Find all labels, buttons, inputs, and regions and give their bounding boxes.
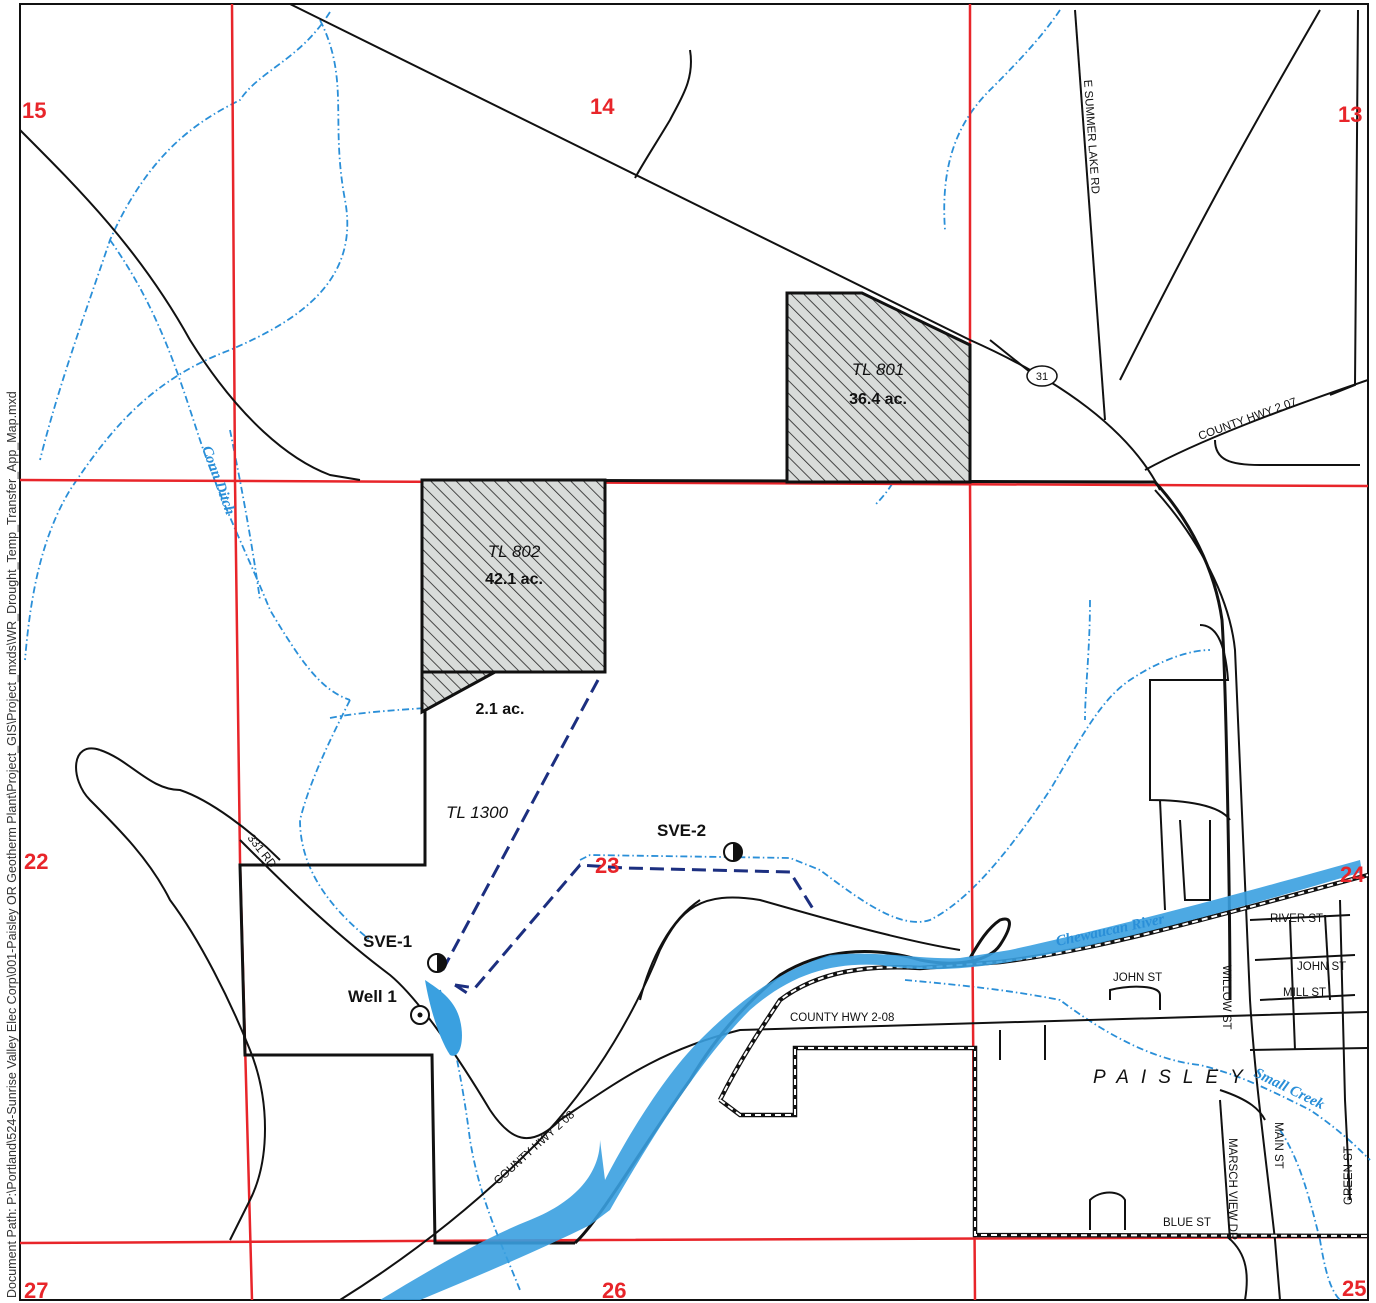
section-24-label: 24 [1340,862,1365,887]
parcel-tl801[interactable] [785,291,972,484]
main-st-label: MAIN ST [1272,1122,1284,1169]
county-hwy-207-label: COUNTY HWY 2 07 [1197,396,1299,443]
stream-lines [24,9,1371,1301]
chewaucan-river [380,860,1362,1300]
small-parcel-area: 2.1 ac. [476,701,525,718]
hwy-31-shield: 31 [1026,365,1058,387]
well1-label: Well 1 [348,987,397,1006]
section-14-label: 14 [590,94,615,119]
sve2-label: SVE-2 [657,821,706,840]
tl801-area: 36.4 ac. [849,391,907,408]
town-label: PAISLEY [1093,1067,1255,1088]
marsch-view-dr-label: MARSCH VIEW DR [1226,1138,1238,1240]
small-creek-label: Small Creek [1251,1065,1327,1113]
river-st-label: RIVER ST [1270,913,1323,925]
john-st-east-label: JOHN ST [1297,961,1346,973]
john-st-label: JOHN ST [1113,972,1162,984]
section-23-label: 23 [595,853,619,878]
section-grid [19,3,1369,1301]
section-22-label: 22 [24,849,48,874]
document-path: Document Path: P:\Portland\524-Sunrise V… [5,391,19,1298]
pipelines [438,679,817,997]
tl1300-name: TL 1300 [446,803,509,822]
section-25-label: 25 [1342,1276,1366,1301]
road-lines [19,3,1369,1301]
parcel-small[interactable] [420,670,496,715]
willow-st-label: WILLOW ST [1220,965,1232,1030]
sve1-label: SVE-1 [363,932,412,951]
mill-st-label: MILL ST [1283,987,1326,999]
county-hwy-208-label: COUNTY HWY 2-08 [790,1012,894,1024]
green-st-label: GREEN ST [1343,1146,1355,1205]
section-27-label: 27 [24,1278,48,1303]
section-15-label: 15 [22,98,46,123]
blue-st-label: BLUE ST [1163,1217,1211,1229]
tl801-name: TL 801 [852,360,905,379]
tl802-area: 42.1 ac. [485,571,543,588]
hwy-31-label: 31 [1036,371,1048,383]
map-frame [19,3,1369,1301]
well1-marker[interactable] [410,1005,430,1025]
section-26-label: 26 [602,1278,626,1303]
tl802-name: TL 802 [488,542,541,561]
sve2-marker[interactable] [723,842,743,862]
sve1-marker[interactable] [427,953,447,973]
parcel-tl802[interactable] [420,478,607,674]
county-hwy-208-diag-label: COUNTY HWY 2 08 [492,1109,577,1187]
section-13-label: 13 [1338,102,1362,127]
